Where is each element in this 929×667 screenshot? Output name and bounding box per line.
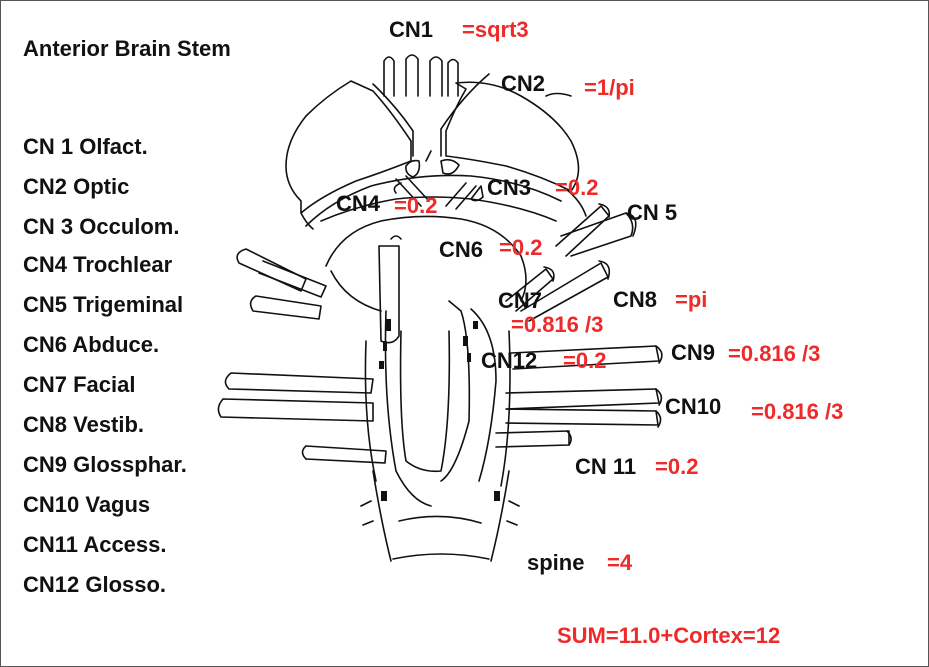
value-cn11: =0.2: [655, 456, 698, 478]
value-cn10: =0.816 /3: [751, 401, 843, 423]
legend-item-cn10: CN10 Vagus: [23, 494, 150, 516]
value-cn8: =pi: [675, 289, 707, 311]
vagus-right-drawing: [506, 389, 661, 427]
legend-item-cn11: CN11 Access.: [23, 534, 167, 556]
trigeminal-right-drawing: [556, 204, 636, 256]
value-cn6: =0.2: [499, 237, 542, 259]
legend-item-cn1: CN 1 Olfact.: [23, 136, 148, 158]
label-cn3: CN3: [487, 177, 531, 199]
value-cn3: =0.2: [555, 177, 598, 199]
label-cn9: CN9: [671, 342, 715, 364]
legend-item-cn7: CN7 Facial: [23, 374, 136, 396]
label-cn11: CN 11: [575, 456, 636, 478]
olfactory-nerves-drawing: [384, 55, 458, 96]
legend-item-cn6: CN6 Abduce.: [23, 334, 159, 356]
value-cn7: =0.816 /3: [511, 314, 603, 336]
left-cranial-nerves-drawing: [237, 249, 326, 319]
label-cn1: CN1: [389, 19, 433, 41]
value-cn2: =1/pi: [584, 77, 635, 99]
vagus-left-drawing: [218, 373, 373, 421]
legend-item-cn12: CN12 Glosso.: [23, 574, 166, 596]
value-cn4: =0.2: [394, 195, 437, 217]
value-cn9: =0.816 /3: [728, 343, 820, 365]
legend-item-cn8: CN8 Vestib.: [23, 414, 144, 436]
label-cn6: CN6: [439, 239, 483, 261]
label-cn4: CN4: [336, 193, 380, 215]
label-spine: spine: [527, 552, 584, 574]
legend-item-cn5: CN5 Trigeminal: [23, 294, 183, 316]
spinal-cord-drawing: [361, 471, 519, 561]
diagram-title: Anterior Brain Stem: [23, 38, 231, 60]
value-spine: =4: [607, 552, 632, 574]
label-cn2: CN2: [501, 73, 545, 95]
value-cn12: =0.2: [563, 350, 606, 372]
label-cn7: CN7: [498, 290, 542, 312]
label-cn5: CN 5: [627, 202, 677, 224]
legend-item-cn4: CN4 Trochlear: [23, 254, 172, 276]
value-cn1: =sqrt3: [462, 19, 529, 41]
sum-label: SUM=11.0+Cortex=12: [557, 625, 780, 647]
label-cn8: CN8: [613, 289, 657, 311]
label-cn12: CN12: [481, 350, 537, 372]
legend-item-cn3: CN 3 Occulom.: [23, 216, 179, 238]
pons-drawing: [326, 216, 526, 311]
optic-chiasm-drawing: [373, 74, 489, 161]
label-cn10: CN10: [665, 396, 721, 418]
legend-item-cn9: CN9 Glossphar.: [23, 454, 187, 476]
accessory-nerves-drawing: [303, 431, 572, 463]
legend-item-cn2: CN2 Optic: [23, 176, 129, 198]
